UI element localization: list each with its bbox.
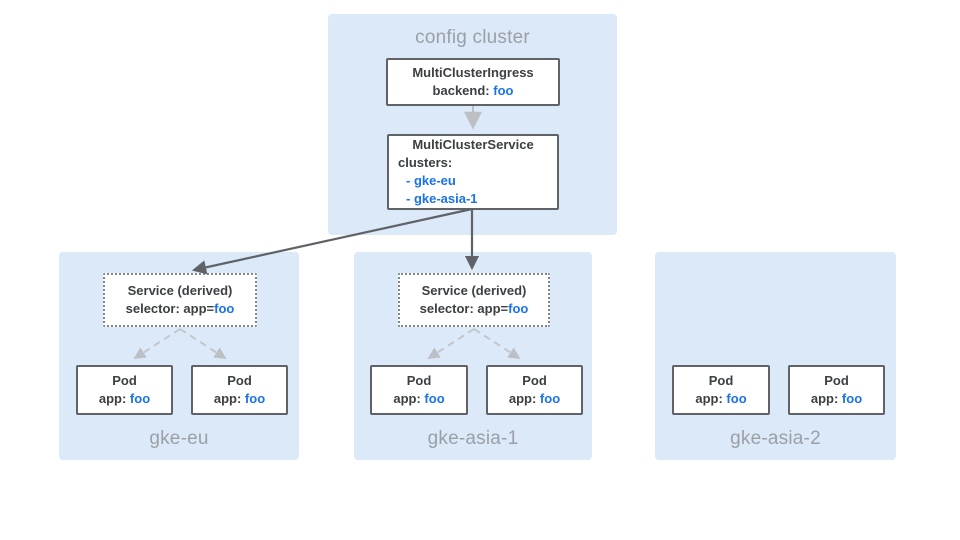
pod-app-line: app: foo xyxy=(674,390,768,408)
clusters-label: clusters: xyxy=(398,155,453,170)
multi-cluster-service-box: MultiClusterService clusters: - gke-eu -… xyxy=(387,134,559,210)
app-value: foo xyxy=(539,391,561,406)
cluster-list-item-gke-asia-1: - gke-asia-1 xyxy=(406,191,478,206)
pod-app-line: app: foo xyxy=(488,390,581,408)
pod-title: Pod xyxy=(112,373,137,388)
app-label: app: xyxy=(810,391,842,406)
gke-asia-1-cluster-label: gke-asia-1 xyxy=(427,428,519,449)
gke-asia-2-pod-1-box: Pod app: foo xyxy=(672,365,770,415)
app-value: foo xyxy=(129,391,151,406)
selector-label: selector: app= xyxy=(125,301,215,316)
gke-asia-1-derived-service-box: Service (derived) selector: app=foo xyxy=(398,273,550,327)
app-label: app: xyxy=(695,391,727,406)
pod-title: Pod xyxy=(708,373,734,388)
gke-eu-pod-1-box: Pod app: foo xyxy=(76,365,173,415)
config-cluster-label: config cluster xyxy=(415,27,530,48)
backend-label: backend: xyxy=(432,83,494,98)
app-value: foo xyxy=(841,391,863,406)
gke-asia-2-cluster-region: gke-asia-2 xyxy=(655,252,896,460)
pod-app-line: app: foo xyxy=(790,390,883,408)
pod-app-line: app: foo xyxy=(193,390,286,408)
derived-service-selector: selector: app=foo xyxy=(400,300,548,318)
app-value: foo xyxy=(244,391,266,406)
app-value: foo xyxy=(726,391,747,406)
multi-cluster-ingress-box: MultiClusterIngress backend: foo xyxy=(386,58,560,106)
cluster-list-item-gke-eu: - gke-eu xyxy=(406,173,456,188)
selector-value: foo xyxy=(214,301,235,316)
pod-title: Pod xyxy=(406,373,432,388)
multi-cluster-service-title: MultiClusterService xyxy=(412,137,534,152)
multi-cluster-ingress-backend: backend: foo xyxy=(388,82,558,100)
gke-eu-derived-service-box: Service (derived) selector: app=foo xyxy=(103,273,257,327)
app-value: foo xyxy=(424,391,445,406)
derived-service-title: Service (derived) xyxy=(127,283,233,298)
gke-asia-1-pod-2-box: Pod app: foo xyxy=(486,365,583,415)
pod-title: Pod xyxy=(227,373,252,388)
pod-title: Pod xyxy=(522,373,547,388)
pod-title: Pod xyxy=(824,373,849,388)
gke-asia-2-cluster-label: gke-asia-2 xyxy=(730,428,821,449)
app-label: app: xyxy=(98,391,130,406)
selector-label: selector: app= xyxy=(419,301,509,316)
gke-asia-1-pod-1-box: Pod app: foo xyxy=(370,365,468,415)
gke-asia-2-pod-2-box: Pod app: foo xyxy=(788,365,885,415)
gke-eu-cluster-label: gke-eu xyxy=(149,428,209,449)
app-label: app: xyxy=(393,391,425,406)
derived-service-title: Service (derived) xyxy=(421,283,527,298)
backend-value: foo xyxy=(493,83,514,98)
multi-cluster-ingress-title: MultiClusterIngress xyxy=(412,65,534,80)
pod-app-line: app: foo xyxy=(372,390,466,408)
gke-eu-pod-2-box: Pod app: foo xyxy=(191,365,288,415)
gke-asia-1-cluster-region: gke-asia-1 xyxy=(354,252,592,460)
app-label: app: xyxy=(213,391,245,406)
app-label: app: xyxy=(508,391,540,406)
selector-value: foo xyxy=(508,301,529,316)
pod-app-line: app: foo xyxy=(78,390,171,408)
derived-service-selector: selector: app=foo xyxy=(105,300,255,318)
